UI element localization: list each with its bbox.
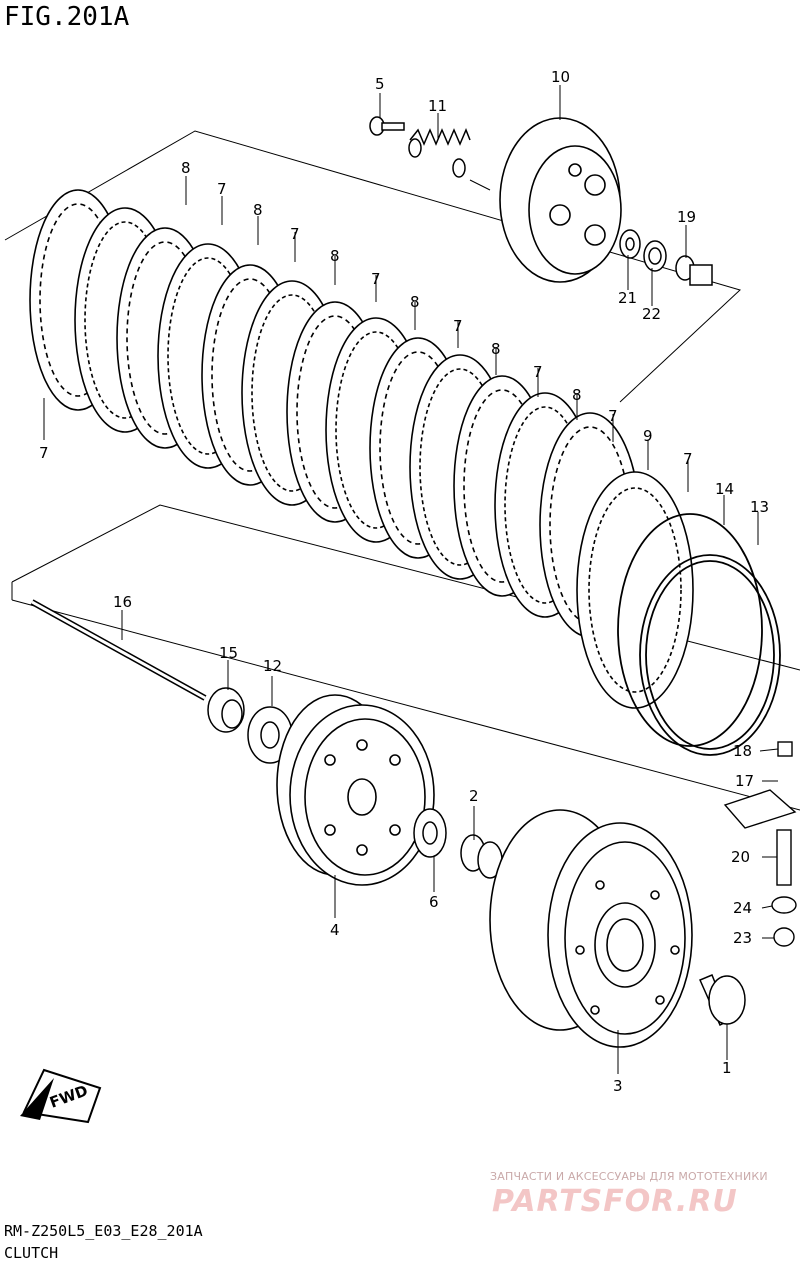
part-label-16: 16 <box>113 593 132 611</box>
washers-and-bearing <box>619 229 713 286</box>
part-label-7-b: 7 <box>290 225 300 243</box>
part-label-7-d: 7 <box>453 317 463 335</box>
part-label-6: 6 <box>429 893 439 911</box>
part-label-8-d: 8 <box>410 293 420 311</box>
part-label-1: 1 <box>722 1059 732 1077</box>
part-label-21: 21 <box>618 289 637 307</box>
watermark-tagline: ЗАПЧАСТИ И АКСЕССУАРЫ ДЛЯ МОТОТЕХНИКИ <box>490 1170 768 1183</box>
leader-lines <box>43 85 779 1074</box>
part-label-11: 11 <box>428 97 447 115</box>
figure-code: RM-Z250L5_E03_E28_201A <box>4 1222 203 1240</box>
part-label-3: 3 <box>613 1077 623 1095</box>
part-label-2: 2 <box>469 787 479 805</box>
part-label-20: 20 <box>731 848 750 866</box>
part-label-18: 18 <box>733 742 752 760</box>
forward-direction-icon: FWD <box>20 1068 102 1124</box>
figure-title: FIG.201A <box>4 2 130 32</box>
part-label-9: 9 <box>643 427 653 445</box>
part-label-7-f: 7 <box>608 407 618 425</box>
part-label-7-a: 7 <box>217 180 227 198</box>
part-label-17: 17 <box>735 772 754 790</box>
part-label-10: 10 <box>551 68 570 86</box>
clutch-sleeve-hub <box>276 694 435 886</box>
part-label-19: 19 <box>677 208 696 226</box>
wire-rings <box>617 513 781 756</box>
part-label-8-f: 8 <box>572 386 582 404</box>
part-label-12: 12 <box>263 657 282 675</box>
watermark-logo: PARTSFOR.RU <box>492 1184 738 1219</box>
bearing-and-washer <box>207 687 293 764</box>
part-label-4: 4 <box>330 921 340 939</box>
bolt-and-spring <box>369 116 471 178</box>
part-label-8-a: 8 <box>181 159 191 177</box>
part-number-labels: 5 11 10 19 21 22 8 7 8 7 8 7 8 7 8 7 8 7… <box>39 68 769 1095</box>
part-label-22: 22 <box>642 305 661 323</box>
part-label-15: 15 <box>219 644 238 662</box>
clutch-plate-stack <box>29 189 694 709</box>
pressure-plate <box>499 117 622 283</box>
plates-group-outline <box>4 130 741 403</box>
part-label-7-g: 7 <box>683 450 693 468</box>
part-label-14: 14 <box>715 480 734 498</box>
clutch-housing <box>489 809 693 1048</box>
part-label-8-e: 8 <box>491 340 501 358</box>
part-label-7-h: 7 <box>39 444 49 462</box>
part-label-8-b: 8 <box>253 201 263 219</box>
part-label-13: 13 <box>750 498 769 516</box>
part-label-7-c: 7 <box>371 270 381 288</box>
part-label-8-c: 8 <box>330 247 340 265</box>
part-label-23: 23 <box>733 929 752 947</box>
part-label-7-e: 7 <box>533 363 543 381</box>
part-label-5: 5 <box>375 75 385 93</box>
spacer <box>699 974 746 1027</box>
release-mechanism <box>723 741 797 947</box>
figure-name: CLUTCH <box>4 1244 59 1262</box>
thrust-washer-and-needle-bearing <box>413 808 503 879</box>
part-label-24: 24 <box>733 899 752 917</box>
